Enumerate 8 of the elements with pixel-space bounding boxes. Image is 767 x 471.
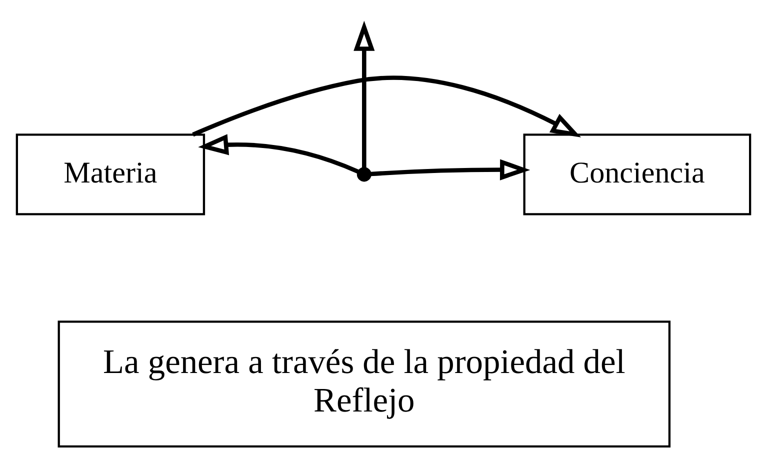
node-box: Conciencia: [523, 133, 752, 215]
node-point: [356, 166, 372, 182]
node-box: Materia: [16, 133, 206, 215]
arrow: [354, 20, 375, 168]
arrow: [198, 134, 359, 174]
arrow: [370, 158, 530, 180]
node-box: La genera a través de la propiedad del Reflejo: [58, 320, 671, 447]
arrow: [192, 75, 582, 137]
